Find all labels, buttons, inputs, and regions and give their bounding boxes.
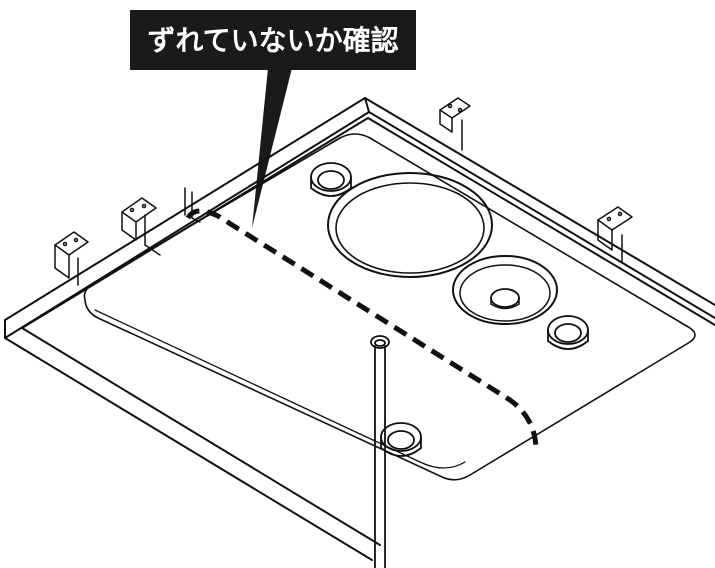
bracket-left-icon	[54, 231, 89, 286]
knob-right-icon	[547, 315, 589, 350]
bracket-top-right-icon	[439, 97, 471, 151]
top-plate	[83, 133, 696, 481]
bracket-right-icon	[597, 206, 633, 263]
cooktop-frame	[4, 97, 715, 561]
knob-bottom-icon	[380, 422, 422, 457]
callout-label: ずれていないか確認	[130, 10, 416, 70]
callout-background	[130, 10, 416, 70]
knob-top-icon	[310, 162, 352, 197]
callout-pointer	[252, 68, 292, 228]
top-plate-bevel	[94, 309, 466, 469]
bracket-top-left-icon	[121, 187, 201, 256]
callout-text: ずれていないか確認	[147, 24, 398, 57]
large-burner-icon	[327, 172, 493, 278]
small-burner-icon	[452, 255, 558, 325]
alignment-check-dashed-line	[185, 208, 539, 449]
support-rod	[370, 335, 390, 568]
